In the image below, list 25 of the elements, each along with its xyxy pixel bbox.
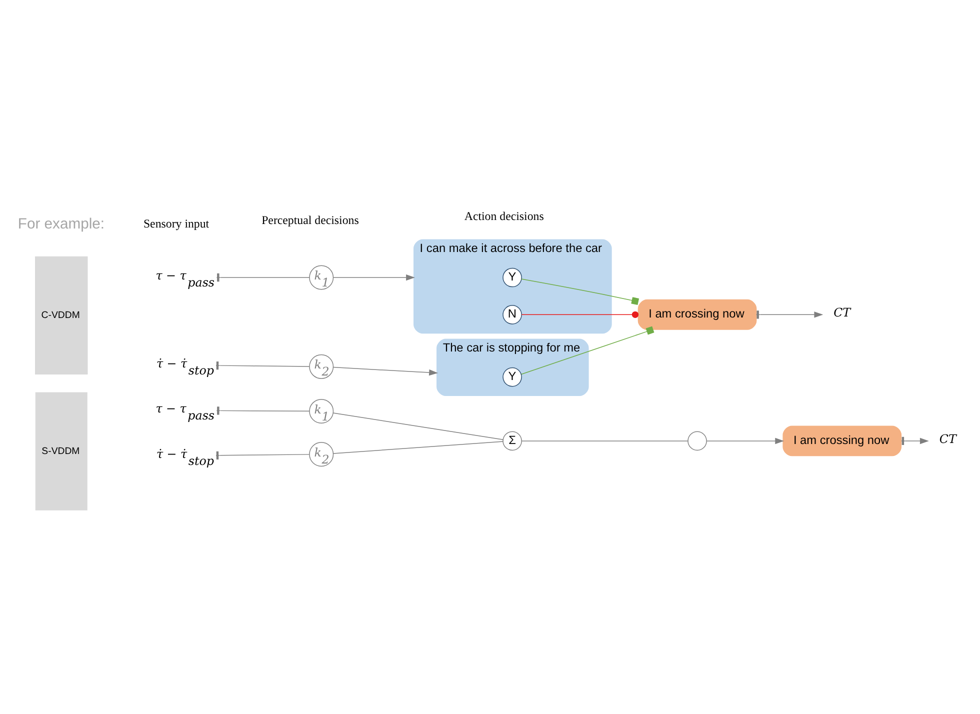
connector	[521, 440, 688, 442]
node-circle: N	[502, 305, 522, 324]
node-box: C-VDDM	[35, 256, 88, 374]
arrow	[333, 274, 415, 281]
node-box: S-VDDM	[35, 392, 88, 510]
connector	[521, 311, 639, 318]
connector	[333, 412, 504, 440]
label: Action decisions	[464, 209, 544, 224]
label: Perceptual decisions	[262, 212, 359, 227]
connector	[216, 273, 310, 282]
node-circle	[688, 431, 707, 451]
arrow	[706, 438, 784, 444]
node-box: I am crossing now	[782, 426, 902, 456]
label: For example:	[18, 216, 105, 232]
node-circle: Y	[502, 367, 522, 387]
connector	[521, 326, 654, 375]
node-circle: Σ	[502, 431, 522, 451]
arrow	[333, 366, 438, 376]
node-box: I am crossing now	[638, 299, 757, 330]
node-circle: Y	[502, 268, 522, 288]
connector	[333, 441, 504, 454]
connector	[521, 278, 640, 305]
label: Sensory input	[143, 216, 210, 231]
node-text: CT	[939, 432, 956, 446]
node-text: CT	[834, 306, 851, 320]
